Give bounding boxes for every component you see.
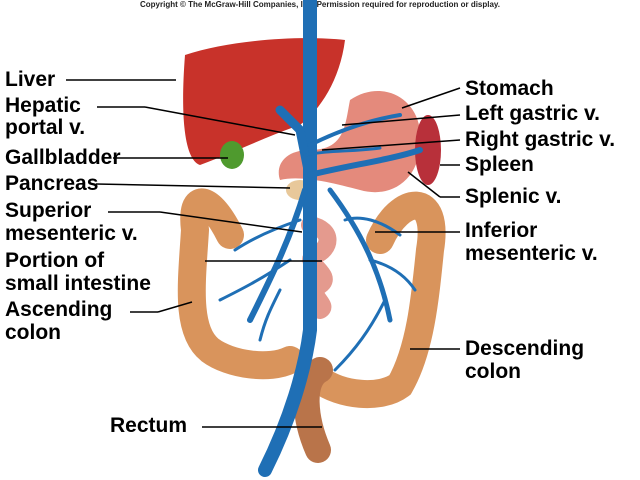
right-gastric-vein	[303, 146, 382, 157]
rectum	[293, 357, 333, 463]
ascending-colon	[177, 188, 304, 380]
splenic-vein	[307, 147, 423, 178]
inferior-mesenteric-vein	[327, 187, 393, 323]
label-spleen: Spleen	[465, 153, 534, 176]
label-gallbladder: Gallbladder	[5, 146, 121, 169]
label-left-gastric-vein: Left gastric v.	[465, 102, 600, 125]
label-liver: Liver	[5, 68, 56, 91]
left-gastric-vein	[308, 113, 402, 147]
label-pancreas: Pancreas	[5, 172, 99, 195]
label-small-intestine-line2: small intestine	[5, 272, 151, 295]
label-ascending-colon-line2: colon	[5, 321, 61, 344]
label-hepatic-portal-line1: Hepatic	[5, 94, 81, 117]
inferior-vena-cava-vein	[258, 0, 317, 477]
gallbladder	[220, 141, 244, 169]
label-ascending-colon-line1: Ascending	[5, 298, 113, 321]
copyright-notice: Copyright © The McGraw-Hill Companies, I…	[139, 0, 501, 9]
label-splenic-vein: Splenic v.	[465, 185, 562, 208]
label-inferior-mesenteric-line1: Inferior	[465, 219, 538, 242]
label-superior-mesenteric-line1: Superior	[5, 199, 92, 222]
small-intestine	[301, 216, 337, 319]
label-superior-mesenteric-line2: mesenteric v.	[5, 222, 138, 245]
label-stomach: Stomach	[465, 77, 554, 100]
spleen	[415, 115, 441, 185]
label-small-intestine-line1: Portion of	[5, 249, 105, 272]
descending-colon	[306, 191, 446, 409]
label-inferior-mesenteric-line2: mesenteric v.	[465, 242, 598, 265]
label-hepatic-portal-line2: portal v.	[5, 116, 86, 139]
liver	[183, 38, 345, 165]
label-rectum: Rectum	[110, 414, 188, 437]
superior-mesenteric-vein	[247, 187, 308, 323]
hepatic-portal-vein	[275, 105, 315, 185]
label-descending-colon-line2: colon	[465, 360, 521, 383]
label-descending-colon-line1: Descending	[465, 337, 585, 360]
leader-lines	[66, 79, 461, 428]
label-right-gastric-vein: Right gastric v.	[465, 128, 616, 151]
